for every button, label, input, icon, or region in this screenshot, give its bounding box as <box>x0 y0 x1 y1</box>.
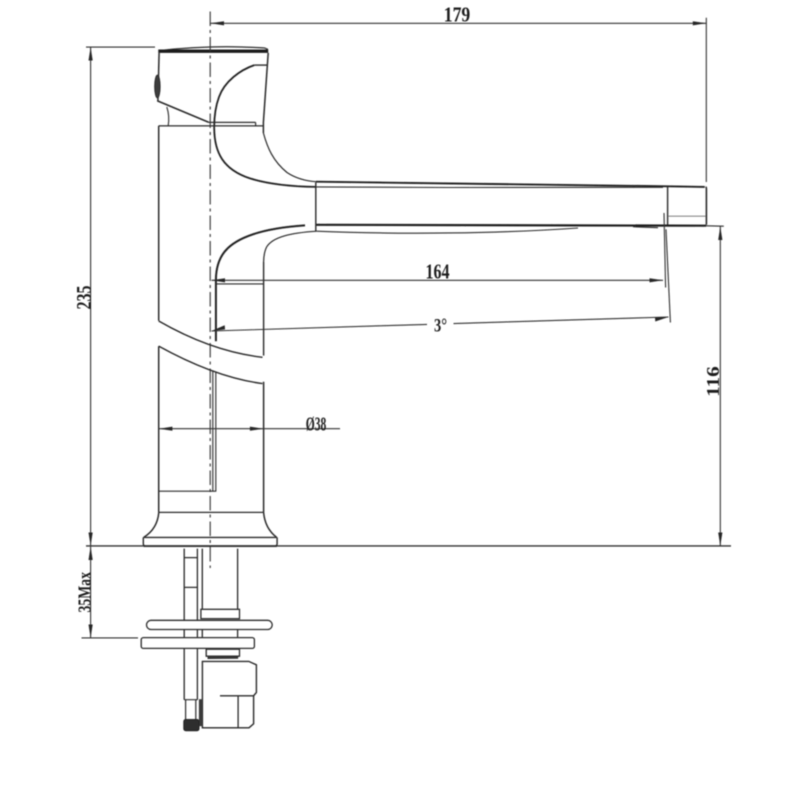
svg-text:235: 235 <box>72 286 96 310</box>
svg-text:179: 179 <box>444 3 471 27</box>
svg-text:116: 116 <box>703 366 723 397</box>
svg-text:164: 164 <box>426 260 450 284</box>
svg-text:35Max: 35Max <box>75 572 95 613</box>
svg-text:Ø38: Ø38 <box>306 414 327 436</box>
svg-text:3°: 3° <box>434 316 447 337</box>
